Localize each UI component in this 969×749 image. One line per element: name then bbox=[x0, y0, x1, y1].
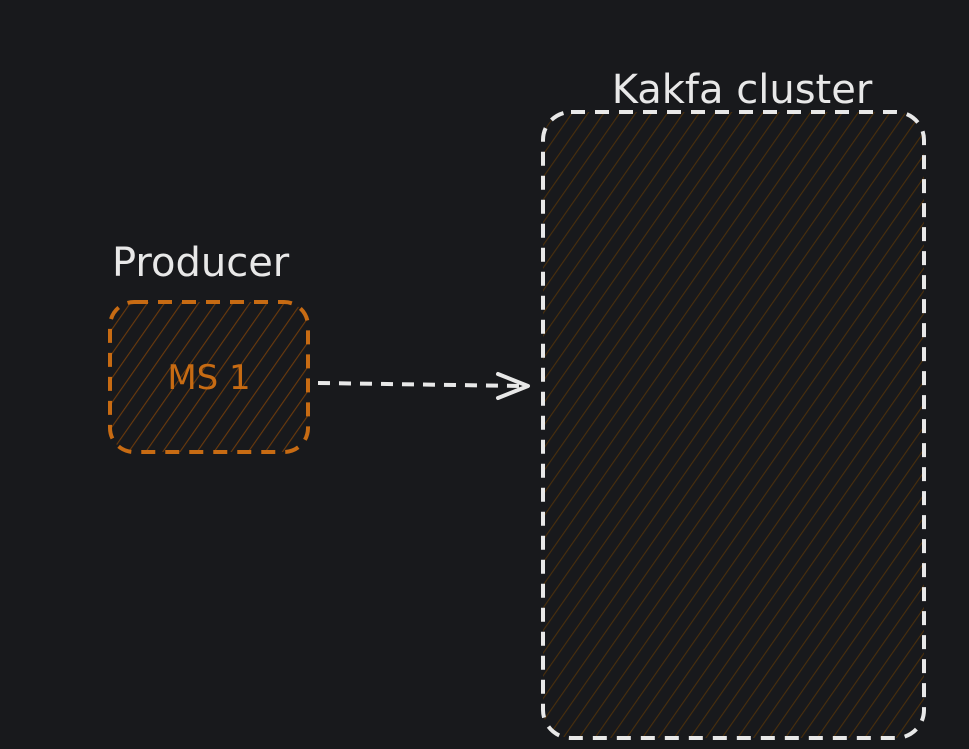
producer-node-label: MS 1 bbox=[167, 358, 250, 398]
arrow-shaft bbox=[317, 381, 523, 388]
arrow-head bbox=[496, 372, 530, 400]
producer-node[interactable]: MS 1 bbox=[108, 300, 310, 454]
cluster-box[interactable] bbox=[541, 110, 926, 740]
producer-to-cluster-arrow bbox=[317, 372, 530, 400]
producer-node-box[interactable] bbox=[108, 300, 310, 454]
cluster-caption: Kakfa cluster bbox=[612, 67, 873, 113]
producer-caption: Producer bbox=[112, 240, 290, 286]
